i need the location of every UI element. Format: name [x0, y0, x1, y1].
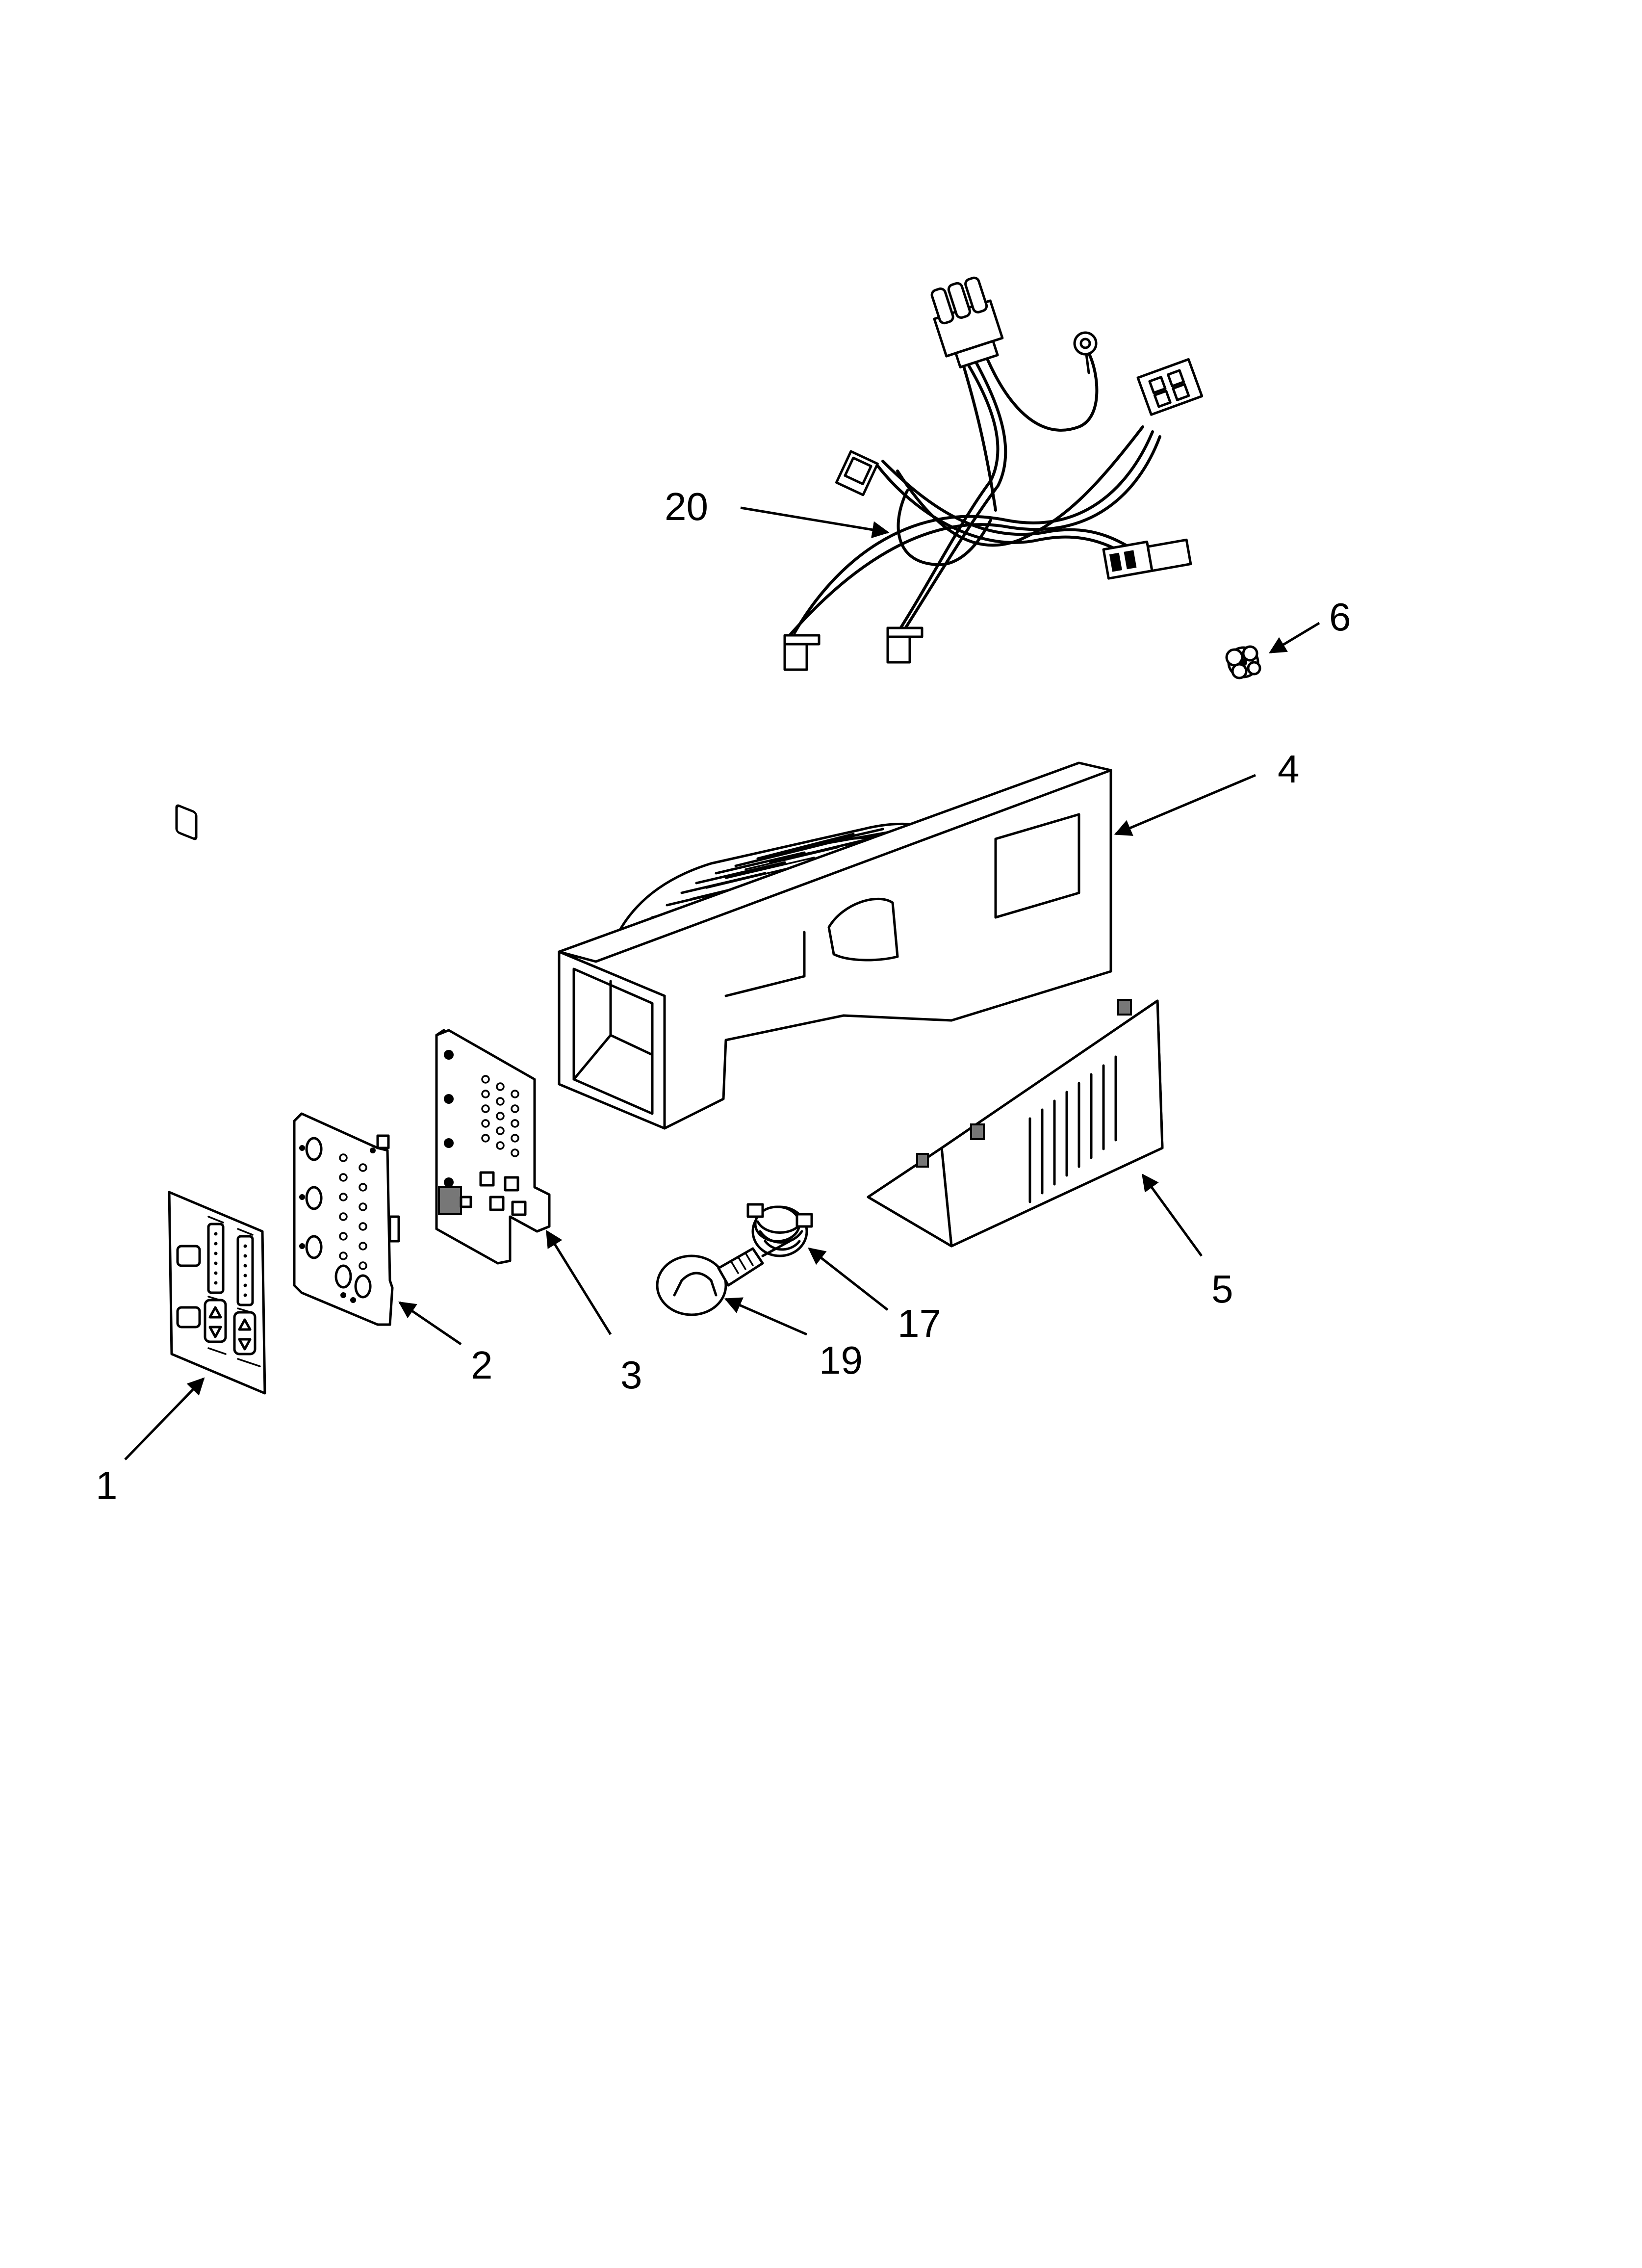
callout-4: 4 — [1278, 747, 1300, 791]
callout-1: 1 — [96, 1463, 118, 1507]
support-plate-part-2 — [293, 1112, 400, 1326]
callout-19: 19 — [819, 1338, 863, 1382]
wire-harness-part-20 — [783, 276, 1204, 671]
clip-part-6 — [1225, 645, 1261, 679]
callout-17: 17 — [898, 1302, 941, 1345]
bulb-part-19 — [656, 1240, 791, 1316]
callout-2: 2 — [471, 1343, 493, 1387]
leader-lines — [124, 506, 1320, 1460]
callout-3: 3 — [620, 1353, 642, 1397]
cover-part-5 — [867, 999, 1164, 1248]
control-board-part-3 — [435, 1029, 551, 1265]
membrane-switch-part-1 — [168, 804, 266, 1395]
callout-5: 5 — [1211, 1267, 1233, 1311]
dispenser-housing-part-4 — [558, 761, 1112, 1130]
socket-part-17 — [746, 1203, 813, 1257]
callout-20: 20 — [665, 485, 708, 528]
spade-terminal — [783, 634, 821, 671]
ring-terminal — [1073, 331, 1098, 374]
spade-terminal — [886, 626, 924, 664]
callout-6: 6 — [1329, 595, 1351, 639]
